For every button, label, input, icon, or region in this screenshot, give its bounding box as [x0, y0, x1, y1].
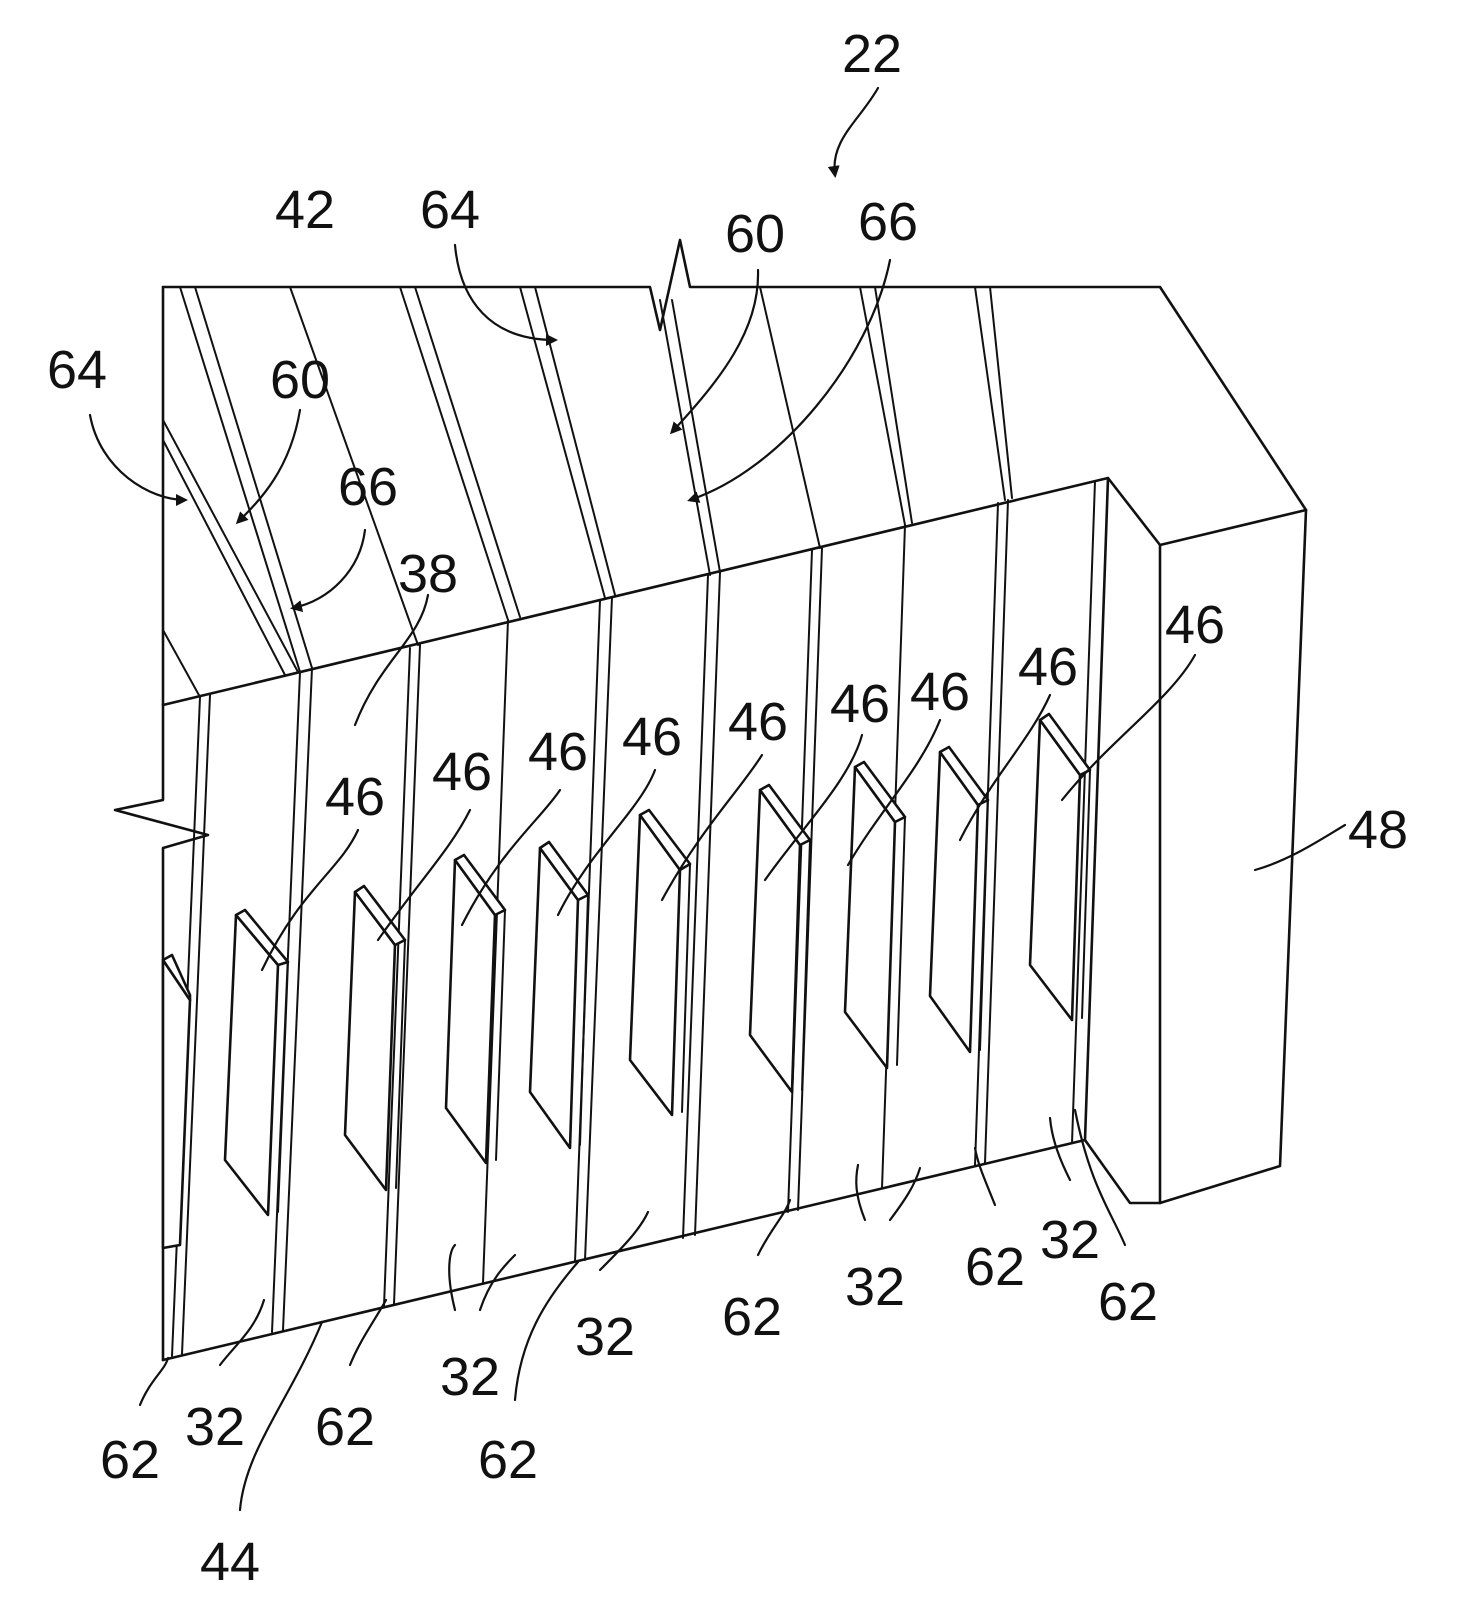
- tab-6: [630, 810, 690, 1115]
- reference-labels: 22 42 64 60 66 64 60 66 38 46 46 46 46 4…: [47, 24, 1408, 1592]
- label-60-left: 60: [270, 350, 330, 410]
- label-46-6: 46: [830, 674, 890, 734]
- label-46-4: 46: [622, 707, 682, 767]
- label-44: 44: [200, 1532, 260, 1592]
- label-66-top: 66: [858, 192, 918, 252]
- label-32-3: 32: [575, 1307, 635, 1367]
- label-32-5: 32: [1040, 1210, 1100, 1270]
- label-62-4: 62: [722, 1287, 782, 1347]
- label-46-8: 46: [1018, 637, 1078, 697]
- label-32-1: 32: [185, 1397, 245, 1457]
- label-46-2: 46: [432, 742, 492, 802]
- label-62-5: 62: [965, 1237, 1025, 1297]
- label-22: 22: [842, 24, 902, 84]
- label-60-top: 60: [725, 204, 785, 264]
- label-46-9: 46: [1165, 595, 1225, 655]
- label-66-left: 66: [338, 457, 398, 517]
- tab-9: [930, 747, 988, 1052]
- label-64-left: 64: [47, 340, 107, 400]
- label-46-5: 46: [728, 692, 788, 752]
- label-62-1: 62: [100, 1430, 160, 1490]
- label-46-7: 46: [910, 662, 970, 722]
- label-62-6: 62: [1098, 1272, 1158, 1332]
- label-64-top: 64: [420, 180, 480, 240]
- label-42: 42: [275, 180, 335, 240]
- label-62-2: 62: [315, 1397, 375, 1457]
- label-46-1: 46: [325, 767, 385, 827]
- tab-8: [845, 762, 905, 1068]
- tab-3: [345, 886, 405, 1190]
- label-62-3: 62: [478, 1430, 538, 1490]
- tab-5: [530, 842, 588, 1148]
- tabs: [163, 714, 1090, 1248]
- tab-1: [163, 955, 190, 1248]
- top-plates: [163, 287, 1012, 697]
- label-32-4: 32: [845, 1257, 905, 1317]
- label-38: 38: [398, 544, 458, 604]
- label-32-2: 32: [440, 1347, 500, 1407]
- label-48: 48: [1348, 800, 1408, 860]
- label-46-3: 46: [528, 722, 588, 782]
